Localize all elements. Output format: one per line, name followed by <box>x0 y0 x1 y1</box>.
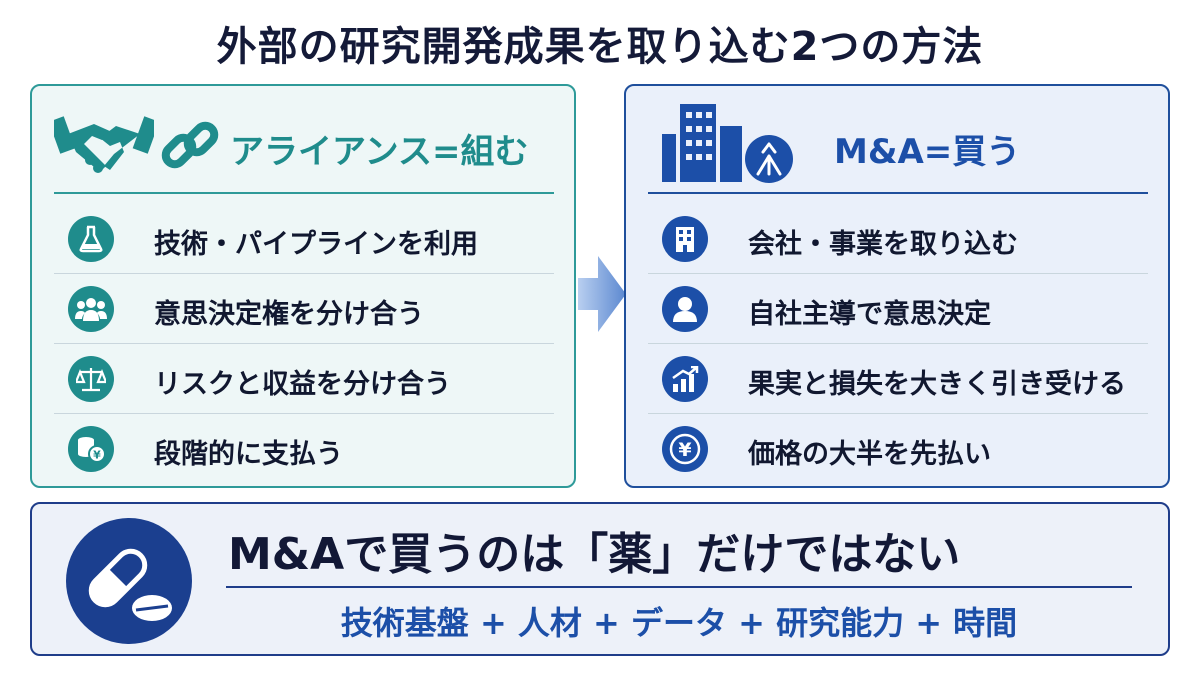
list-item: リスクと収益を分け合う <box>54 344 554 414</box>
list-item: ¥ 価格の大半を先払い <box>648 414 1148 484</box>
alliance-header: アライアンス=組む <box>54 100 554 194</box>
list-item: 意思決定権を分け合う <box>54 274 554 344</box>
person-icon <box>662 286 708 332</box>
ma-panel: M&A=買う 会社・事業を取り込む 自社主導で意思決定 果実と損失を大きく引き受… <box>624 84 1170 488</box>
building-icon <box>662 216 708 262</box>
ma-heading: M&A=買う <box>834 132 1021 172</box>
list-item: 技術・パイプラインを利用 <box>54 204 554 274</box>
summary-banner: M&Aで買うのは「薬」だけではない 技術基盤 + 人材 + データ + 研究能力… <box>30 502 1170 656</box>
alliance-item-label: 技術・パイプラインを利用 <box>154 229 478 260</box>
arrow-right-icon <box>578 256 626 332</box>
summary-subline: 技術基盤 + 人材 + データ + 研究能力 + 時間 <box>340 604 1018 642</box>
flask-icon <box>68 216 114 262</box>
alliance-item-label: 意思決定権を分け合う <box>154 299 424 330</box>
list-item: 会社・事業を取り込む <box>648 204 1148 274</box>
ma-item-label: 果実と損失を大きく引き受ける <box>748 369 1126 400</box>
alliance-panel: アライアンス=組む 技術・パイプラインを利用 意思決定権を分け合う リスクと収益… <box>30 84 576 488</box>
alliance-list: 技術・パイプラインを利用 意思決定権を分け合う リスクと収益を分け合う ¥ 段階… <box>54 204 554 484</box>
ma-divider <box>648 192 1148 194</box>
summary-divider <box>226 586 1132 588</box>
alliance-item-label: 段階的に支払う <box>154 439 343 470</box>
pills-icon <box>66 518 192 644</box>
people-group-icon <box>68 286 114 332</box>
merge-arrow-icon <box>745 135 793 183</box>
ma-header: M&A=買う <box>648 100 1148 194</box>
alliance-heading: アライアンス=組む <box>230 132 529 172</box>
scales-icon <box>68 356 114 402</box>
growth-chart-icon <box>662 356 708 402</box>
list-item: 果実と損失を大きく引き受ける <box>648 344 1148 414</box>
list-item: 自社主導で意思決定 <box>648 274 1148 344</box>
ma-item-label: 会社・事業を取り込む <box>748 229 1018 260</box>
yen-coin-icon: ¥ <box>662 426 708 472</box>
ma-item-label: 自社主導で意思決定 <box>748 299 991 330</box>
page-title: 外部の研究開発成果を取り込む2つの方法 <box>216 24 984 70</box>
coins-yen-icon: ¥ <box>68 426 114 472</box>
svg-text:¥: ¥ <box>678 439 691 461</box>
svg-text:¥: ¥ <box>93 449 101 462</box>
ma-item-label: 価格の大半を先払い <box>748 439 991 470</box>
alliance-item-label: リスクと収益を分け合う <box>154 369 451 400</box>
handshake-icon <box>54 116 154 173</box>
list-item: ¥ 段階的に支払う <box>54 414 554 484</box>
buildings-icon <box>662 104 742 182</box>
ma-list: 会社・事業を取り込む 自社主導で意思決定 果実と損失を大きく引き受ける ¥ 価格… <box>648 204 1148 484</box>
chain-link-icon <box>161 121 219 169</box>
alliance-divider <box>54 192 554 194</box>
summary-headline: M&Aで買うのは「薬」だけではない <box>228 529 961 580</box>
